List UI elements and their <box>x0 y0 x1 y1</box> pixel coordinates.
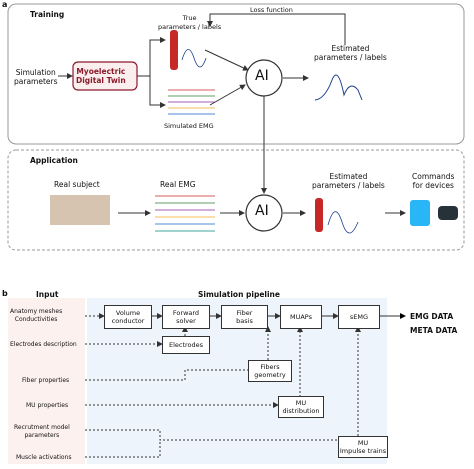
arrow-true-ai <box>204 49 249 71</box>
fibers-geometry-box: Fibers geometry <box>248 360 292 382</box>
watch-icon <box>438 206 458 220</box>
sim-emg-label: Simulated EMG <box>164 122 214 130</box>
application-panel <box>7 149 465 251</box>
estimated-app-label: Estimated parameters / labels <box>312 172 385 190</box>
panel-b-letter: b <box>2 289 8 298</box>
volume-conductor-box: Volume conductor <box>104 305 152 329</box>
output-label: Estimated parameters / labels <box>314 44 387 62</box>
real-emg-traces <box>155 195 215 232</box>
subject-image <box>50 195 110 225</box>
panel-a-letter: a <box>2 0 8 9</box>
semg-box: sEMG <box>338 305 380 329</box>
input-title: Input <box>36 290 59 299</box>
muaps-box: MUAPs <box>280 305 322 329</box>
ai-application-label: AI <box>255 203 269 219</box>
leg-estimated-image <box>315 198 323 232</box>
arrow-twin-emg <box>149 76 166 108</box>
input-panel <box>8 298 85 464</box>
arrow-emg-ai <box>209 84 246 106</box>
arrow-twin-true <box>137 37 166 77</box>
phone-icon <box>410 200 430 226</box>
simulated-emg-traces <box>168 89 215 115</box>
training-title: Training <box>30 10 65 19</box>
estimated-curves-app <box>327 211 359 234</box>
electrodes-box: Electrodes <box>162 336 210 354</box>
forward-solver-box: Forward solver <box>162 305 210 329</box>
input-item: Fiber properties <box>22 377 70 384</box>
input-item: Electrodes description <box>10 341 77 348</box>
true-curves <box>181 49 207 68</box>
leg-true-image <box>170 30 178 70</box>
pipeline-title: Simulation pipeline <box>198 290 280 299</box>
input-label: Simulation parameters <box>14 68 58 86</box>
mu-distribution-box: MU distribution <box>278 396 324 418</box>
commands-label: Commands for devices <box>412 172 455 190</box>
true-label: True parameters / labels <box>158 14 222 31</box>
ai-application-node <box>245 194 283 232</box>
input-item: Anatomy meshes Conductivities <box>10 308 63 323</box>
ai-training-label: AI <box>255 68 269 84</box>
input-item: MU properties <box>26 402 69 409</box>
real-emg-label: Real EMG <box>160 180 196 189</box>
output-meta-data: META DATA <box>410 326 458 335</box>
application-title: Application <box>30 156 78 165</box>
mu-impulse-box: MU Impulse trains <box>338 436 388 458</box>
loss-label: Loss function <box>250 6 293 14</box>
input-item: Muscle activations <box>16 454 72 461</box>
training-panel <box>7 3 465 145</box>
input-item: Recrutment model parameters <box>14 424 70 439</box>
output-emg-data: EMG DATA <box>410 312 454 321</box>
subject-label: Real subject <box>54 180 100 189</box>
fiber-basis-box: Fiber basis <box>221 305 268 329</box>
estimated-curves-training <box>314 74 363 101</box>
twin-label: Myoelectric Digital Twin <box>76 67 126 85</box>
loss-arrow <box>207 13 346 45</box>
